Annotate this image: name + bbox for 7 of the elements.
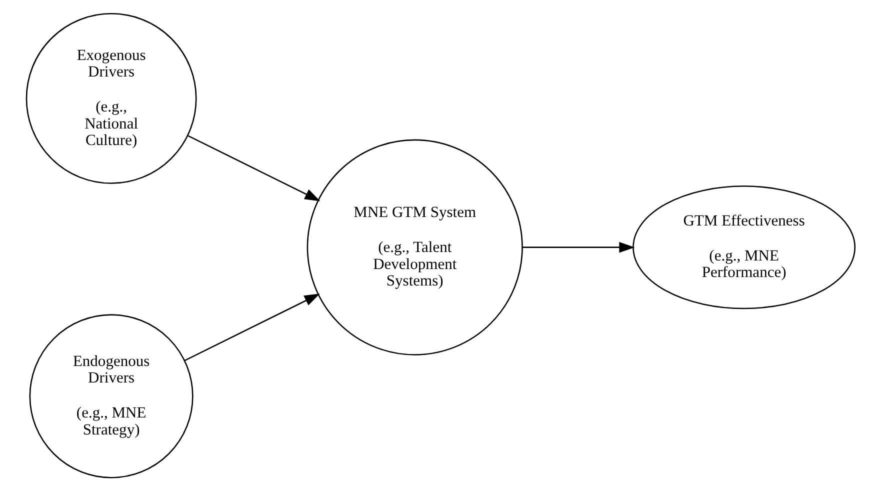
node-circle: Exogenous Drivers (e.g., National Culture) xyxy=(25,13,196,184)
node-ellipse: GTM Effectiveness (e.g., MNE Performance) xyxy=(632,186,856,310)
arrow xyxy=(522,242,634,253)
arrow xyxy=(184,294,320,362)
arrow xyxy=(187,135,320,202)
node-circle: MNE GTM System (e.g., Talent Development Systems) xyxy=(306,139,522,356)
node-circle: Endogenous Drivers (e.g., MNE Strategy) xyxy=(28,314,193,478)
